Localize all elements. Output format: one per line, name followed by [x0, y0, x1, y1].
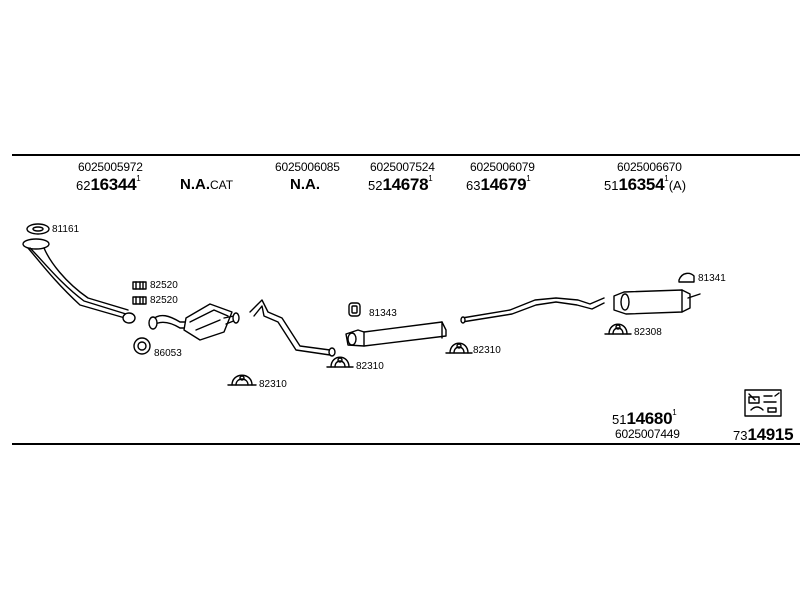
rear-silencer[interactable] — [613, 289, 701, 315]
not-available-3: N.A. — [290, 176, 320, 193]
diagram-number: 7314915 — [733, 425, 794, 444]
part-note: 1 — [526, 174, 531, 183]
oe-code-4: 6025007524 — [370, 160, 435, 174]
gasket-icon[interactable] — [26, 223, 50, 235]
clamp-icon[interactable] — [132, 296, 147, 305]
catalytic-converter[interactable] — [148, 303, 240, 341]
part-prefix: 51 — [604, 178, 619, 193]
part-prefix: 73 — [733, 428, 748, 443]
part-prefix: 62 — [76, 178, 91, 193]
na-label: N.A. — [180, 176, 210, 193]
part-main: 14678 — [382, 175, 429, 194]
oe-code-3: 6025006085 — [275, 160, 340, 174]
label-clamp-cat: 82310 — [259, 379, 287, 390]
part-main: 16354 — [618, 175, 665, 194]
part-main: 16344 — [90, 175, 137, 194]
kit-part-number: 51146801 — [612, 408, 677, 428]
clamp-icon[interactable] — [132, 281, 147, 290]
hanger-icon[interactable] — [678, 272, 695, 283]
label-hanger-mid: 81343 — [369, 308, 397, 319]
label-ring: 86053 — [154, 348, 182, 359]
label-clamp-mid: 82310 — [356, 361, 384, 372]
bottom-rule — [12, 443, 800, 445]
ring-icon[interactable] — [133, 337, 151, 355]
clamp-u-icon[interactable] — [227, 374, 257, 386]
oe-code-1: 6025005972 — [78, 160, 143, 174]
label-hanger-rear: 81341 — [698, 273, 726, 284]
part-note: 1 — [664, 174, 669, 183]
part-number-6: 51163541(A) — [604, 174, 687, 194]
label-gasket: 81161 — [52, 224, 80, 235]
clamp-u-icon[interactable] — [445, 342, 473, 354]
part-main: 14679 — [480, 175, 527, 194]
part-number-1: 62163441 — [76, 174, 141, 194]
part-prefix: 52 — [368, 178, 383, 193]
part-number-4: 52146781 — [368, 174, 433, 194]
clamp-u-icon[interactable] — [326, 356, 354, 368]
diagram-kit-icon[interactable] — [744, 389, 782, 417]
part-main: 14680 — [626, 409, 673, 428]
clamp-u-icon[interactable] — [604, 323, 632, 335]
front-pipe[interactable] — [22, 238, 136, 324]
part-note: 1 — [672, 408, 677, 417]
oe-code-6: 6025006670 — [617, 160, 682, 174]
rear-pipe[interactable] — [460, 297, 605, 324]
kit-oe-code: 6025007449 — [615, 427, 680, 441]
label-clamp-a: 82520 — [150, 280, 178, 291]
part-note: 1 — [136, 174, 141, 183]
top-rule — [12, 154, 800, 156]
part-suffix: (A) — [668, 178, 687, 193]
label-clamp-b: 82520 — [150, 295, 178, 306]
hanger-icon[interactable] — [348, 302, 361, 317]
oe-code-5: 6025006079 — [470, 160, 535, 174]
label-clamp-right: 82310 — [473, 345, 501, 356]
part-prefix: 63 — [466, 178, 481, 193]
label-clamp-rear: 82308 — [634, 327, 662, 338]
na-suffix: CAT — [210, 178, 234, 192]
part-main: 14915 — [747, 425, 794, 444]
middle-silencer[interactable] — [345, 321, 447, 347]
part-prefix: 51 — [612, 412, 627, 427]
part-number-5: 63146791 — [466, 174, 531, 194]
intermediate-pipe[interactable] — [249, 299, 336, 357]
not-available-cat: N.A.CAT — [180, 177, 233, 192]
part-note: 1 — [428, 174, 433, 183]
